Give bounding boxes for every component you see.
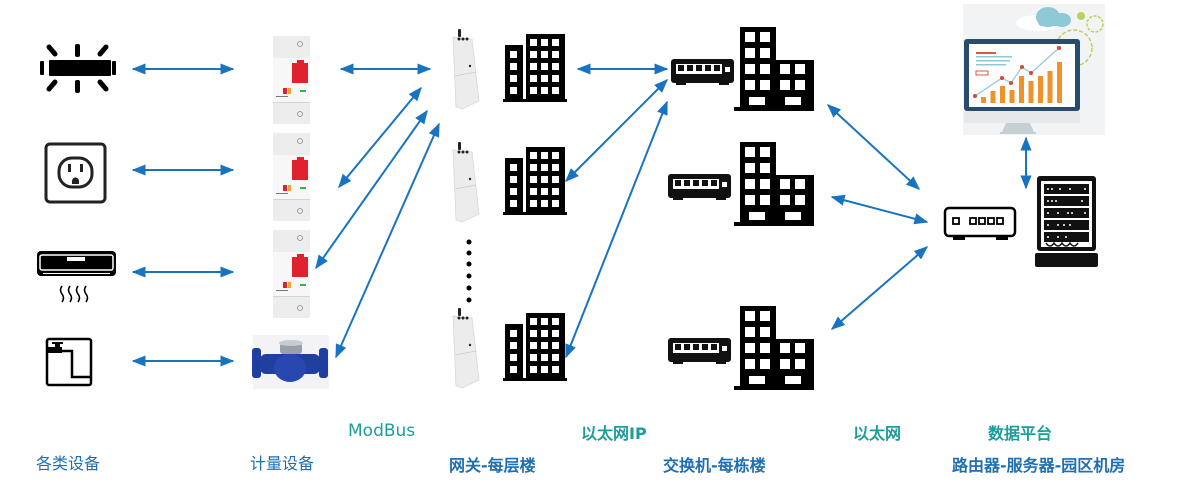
network-switch-icon [668,174,731,200]
bidirectional-arrow [335,122,440,359]
building-icon [503,34,567,102]
bidirectional-arrow [830,194,929,225]
router-icon [943,206,1017,240]
bidirectional-arrow [565,100,668,359]
label-platform: 路由器-服务器-园区机房 [952,456,1126,475]
monitor-chart-bar [1047,71,1053,103]
air-conditioner-icon [37,251,116,303]
monitor-chart-point [1020,65,1024,69]
gateway-icon [452,29,480,110]
monitor-chart-point [1057,46,1061,50]
analytics-monitor-icon [963,4,1105,135]
server-rack-icon [1035,176,1098,267]
monitor-chart-point [1029,71,1033,75]
label-protocol-ethernet: 以太网 [853,424,902,443]
circuit-breaker-icon [273,230,310,318]
gateway-icon [452,142,480,223]
gateway-icon [452,308,480,389]
network-switch-icon [671,59,734,85]
label-meters: 计量设备 [250,454,315,473]
label-gateways: 网关-每层楼 [449,456,536,475]
monitor-chart-bar [990,91,996,103]
monitor-chart-bar [1000,86,1005,103]
network-switch-icon [668,338,731,364]
monitor-chart-bar [1009,90,1015,103]
monitor-chart-bar [1038,76,1043,103]
monitor-chart-bar [1057,62,1062,103]
monitor-chart-bar [1019,76,1024,103]
water-meter-icon [252,335,329,389]
office-building-icon [734,142,814,226]
circuit-breaker-icon [273,133,310,221]
monitor-chart-bar [981,97,986,103]
monitor-chart-point [973,94,977,98]
ellipsis-dots [466,239,472,303]
label-devices: 各类设备 [36,454,101,473]
label-protocol-modbus: ModBus [348,421,416,441]
monitor-chart-point [1009,81,1013,85]
label-protocol-ethernet-ip: 以太网IP [581,424,647,443]
office-building-icon [734,306,814,390]
building-icon [503,313,567,381]
outlet-icon [44,142,107,204]
monitor-chart-line [974,47,1060,97]
bidirectional-arrow [826,104,921,190]
bidirectional-arrow [565,79,668,182]
monitor-chart-bar [1028,81,1034,103]
building-icon [503,147,567,215]
light-bar-icon [40,44,116,93]
office-building-icon [734,27,814,111]
label-switches: 交换机-每栋楼 [663,456,766,475]
label-data-platform: 数据平台 [988,424,1053,443]
circuit-breaker-icon [273,36,310,124]
monitor-chart-point [1000,76,1004,80]
connection-arrows [131,63,1032,367]
water-tap-icon [45,337,93,387]
bidirectional-arrow [830,246,929,330]
